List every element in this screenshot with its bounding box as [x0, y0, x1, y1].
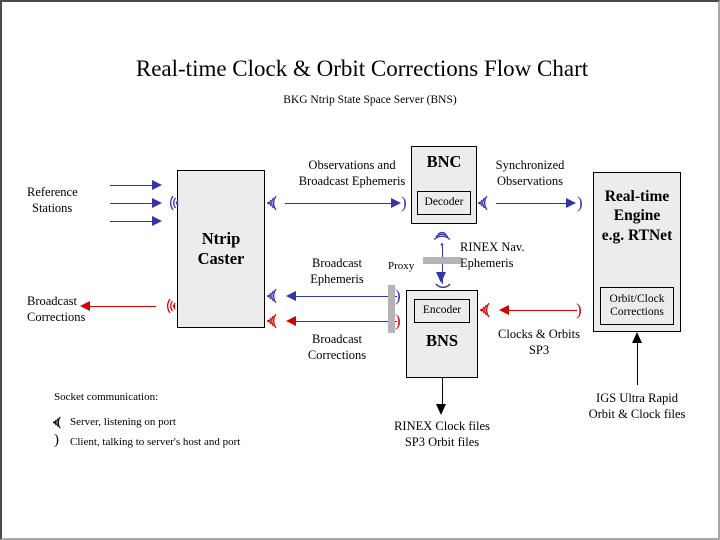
label-clocks-orbits-line2: SP3	[528, 343, 550, 357]
arrow-broadcast-ephemeris-head	[286, 291, 296, 301]
arrow-broadcast-ephemeris	[296, 296, 397, 297]
arrow-ref-station-1	[110, 185, 154, 186]
label-igs-line1: IGS Ultra Rapid	[596, 391, 678, 405]
box-bns-title: BNS	[425, 331, 459, 350]
label-observations-line1: Observations and	[308, 158, 396, 172]
arrow-ref-station-3	[110, 221, 154, 222]
legend-heading: Socket communication:	[54, 391, 159, 403]
signal-server-icon-caster-corr	[267, 312, 283, 330]
signal-client-icon-bns-nav	[434, 283, 452, 292]
arrow-synchronized-observations	[496, 203, 568, 204]
legend-signal-server-icon	[52, 415, 67, 430]
signal-server-icon-bnc-out	[478, 194, 494, 212]
arrow-rinex-files	[442, 378, 443, 410]
arrow-ref-station-1-head	[152, 180, 162, 190]
arrow-ref-station-3-head	[152, 216, 162, 226]
arrow-rinex-nav-ephemeris-head	[436, 272, 446, 283]
label-rinex-nav-line1: RINEX Nav.	[460, 240, 525, 254]
label-igs-line2: Orbit & Clock files	[588, 407, 686, 421]
signal-client-icon-rt-in: )	[577, 193, 583, 212]
label-broadcast-corrections-mid-line1: Broadcast	[312, 332, 362, 346]
arrow-igs-head	[632, 332, 642, 343]
arrow-broadcast-corrections-mid-head	[286, 316, 296, 326]
arrow-clocks-orbits-head	[499, 305, 509, 315]
arrow-broadcast-corrections-left-head	[80, 301, 90, 311]
signal-server-icon-caster-out	[159, 297, 176, 315]
legend-signal-client-icon: )	[54, 432, 59, 448]
arrow-ref-station-2	[110, 203, 154, 204]
label-reference-stations-line2: Stations	[32, 201, 73, 215]
signal-server-icon-rinex-nav	[432, 230, 452, 246]
legend-client-label: Client, talking to server's host and por…	[70, 436, 241, 448]
signal-server-icon-bns-clocks	[480, 301, 496, 319]
proxy-bar	[388, 285, 395, 333]
label-observations-line2: Broadcast Ephemeris	[298, 174, 406, 188]
signal-server-icon-caster-in	[162, 194, 179, 212]
box-bnc-decoder[interactable]: Decoder	[417, 191, 471, 215]
orbit-clock-line1: Orbit/Clock	[609, 292, 665, 305]
label-synchronized-line1: Synchronized	[495, 158, 565, 172]
box-ntrip-caster[interactable]: Ntrip Caster	[177, 170, 265, 328]
label-broadcast-corrections-mid-line2: Corrections	[307, 348, 367, 362]
signal-server-icon-caster-obs	[267, 194, 283, 212]
arrow-igs	[637, 343, 638, 385]
box-rt-engine-line1: Real-time	[604, 188, 670, 205]
legend-server-label: Server, listening on port	[70, 416, 176, 428]
proxy-bar-vertical	[423, 257, 461, 264]
label-rinex-nav-line2: Ephemeris	[460, 256, 514, 270]
arrow-observations-head	[391, 198, 401, 208]
arrow-ref-station-2-head	[152, 198, 162, 208]
signal-client-icon-rt-clocks: )	[576, 300, 582, 319]
box-bns-encoder[interactable]: Encoder	[414, 299, 470, 323]
arrow-rinex-files-head	[436, 404, 446, 415]
box-ntrip-caster-line2: Caster	[197, 249, 245, 268]
label-broadcast-corrections-left-line2: Corrections	[27, 310, 86, 324]
box-rt-engine-orbit-clock[interactable]: Orbit/Clock Corrections	[600, 287, 674, 325]
label-clocks-orbits-line1: Clocks & Orbits	[498, 327, 580, 341]
label-broadcast-corrections-left-line1: Broadcast	[27, 294, 77, 308]
signal-client-icon-bns-corr: )	[395, 311, 401, 330]
label-broadcast-ephemeris-line2: Ephemeris	[310, 272, 364, 286]
label-reference-stations-line1: Reference	[27, 185, 78, 199]
label-broadcast-ephemeris-line1: Broadcast	[312, 256, 362, 270]
signal-client-icon-bns-eph: )	[395, 286, 401, 305]
label-synchronized-line2: Observations	[497, 174, 563, 188]
orbit-clock-line2: Corrections	[610, 306, 664, 318]
arrow-clocks-orbits	[509, 310, 577, 311]
label-proxy: Proxy	[388, 260, 415, 272]
page-title: Real-time Clock & Orbit Corrections Flow…	[135, 56, 589, 81]
arrow-broadcast-corrections-left	[90, 306, 156, 307]
arrow-rinex-nav-ephemeris	[442, 246, 443, 284]
arrow-broadcast-corrections-mid	[296, 321, 397, 322]
box-rt-engine-line3: e.g. RTNet	[601, 226, 673, 244]
arrow-synchronized-observations-head	[566, 198, 576, 208]
arrow-observations	[285, 203, 393, 204]
label-rinex-files-line2: SP3 Orbit files	[404, 435, 480, 449]
signal-client-icon-bnc-in: )	[401, 193, 407, 212]
label-rinex-files-line1: RINEX Clock files	[394, 419, 490, 433]
page-subtitle: BKG Ntrip State Space Server (BNS)	[283, 94, 457, 106]
signal-server-icon-caster-eph	[267, 287, 283, 305]
box-rt-engine-line2: Engine	[613, 207, 661, 225]
box-ntrip-caster-line1: Ntrip	[201, 229, 241, 249]
box-bnc-title: BNC	[426, 152, 462, 171]
